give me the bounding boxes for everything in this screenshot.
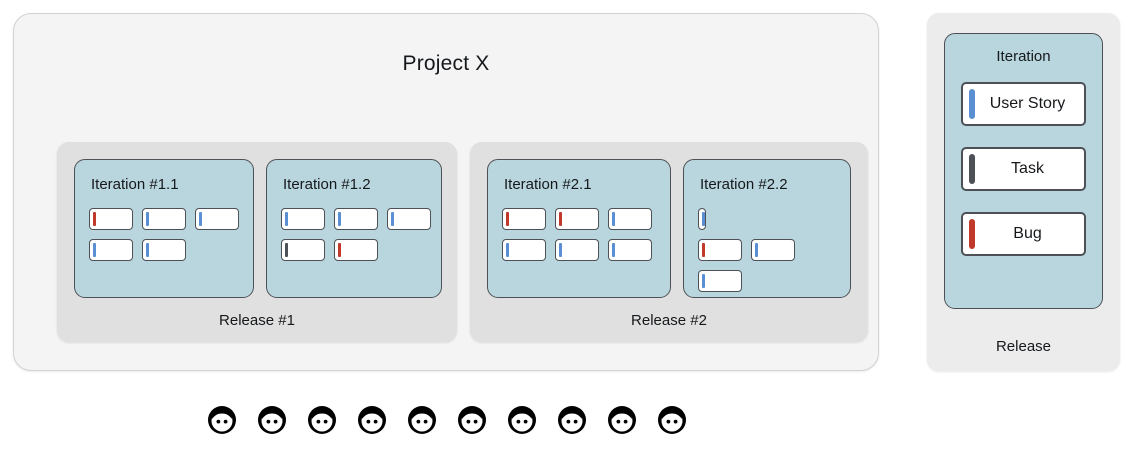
legend-release-label: Release: [995, 338, 1052, 355]
work-item-card[interactable]: [608, 208, 652, 230]
person-icon: [358, 406, 386, 434]
legend-panel: Iteration User Story Task Bug Release: [927, 13, 1120, 371]
person-icon: [408, 406, 436, 434]
work-item-card[interactable]: [89, 239, 133, 261]
user-story-bar-icon: [755, 243, 758, 257]
team-members-row: [206, 404, 688, 436]
task-bar-icon: [969, 154, 975, 184]
task-bar-icon: [285, 243, 288, 257]
legend-item-label: User Story: [989, 95, 1066, 112]
release-group-2[interactable]: Iteration #2.1 Iteration #2.2 Release #2: [470, 142, 868, 342]
legend-item-label: Bug: [1013, 225, 1042, 242]
user-story-bar-icon: [391, 212, 394, 226]
iteration-cards: [502, 208, 660, 261]
bug-bar-icon: [506, 212, 509, 226]
iteration-cards: [281, 208, 431, 261]
user-story-bar-icon: [612, 243, 615, 257]
user-story-bar-icon: [612, 212, 615, 226]
project-panel: Project X Iteration #1.1 Iteration #1.2: [13, 13, 879, 371]
release-label: Release #1: [219, 312, 295, 329]
user-story-bar-icon: [506, 243, 509, 257]
work-item-card[interactable]: [142, 239, 186, 261]
user-story-bar-icon: [285, 212, 288, 226]
iteration-cards: [698, 208, 840, 292]
work-item-card[interactable]: [142, 208, 186, 230]
work-item-card[interactable]: [698, 208, 706, 230]
user-story-bar-icon: [146, 212, 149, 226]
work-item-card[interactable]: [195, 208, 239, 230]
user-story-bar-icon: [559, 243, 562, 257]
user-story-bar-icon: [93, 243, 96, 257]
work-item-card[interactable]: [698, 239, 742, 261]
iteration-box-1-1[interactable]: Iteration #1.1: [74, 159, 254, 298]
person-icon: [508, 406, 536, 434]
legend-iteration-box: Iteration User Story Task Bug: [944, 33, 1103, 309]
legend-item-user-story[interactable]: User Story: [961, 82, 1086, 126]
person-icon: [308, 406, 336, 434]
legend-item-task[interactable]: Task: [961, 147, 1086, 191]
work-item-card[interactable]: [502, 239, 546, 261]
iteration-cards: [89, 208, 243, 261]
person-icon: [658, 406, 686, 434]
user-story-bar-icon: [199, 212, 202, 226]
person-icon: [208, 406, 236, 434]
work-item-card[interactable]: [608, 239, 652, 261]
legend-items: User Story Task Bug: [961, 82, 1086, 256]
legend-item-label: Task: [1011, 160, 1044, 177]
person-icon: [558, 406, 586, 434]
work-item-card[interactable]: [334, 239, 378, 261]
work-item-card[interactable]: [387, 208, 431, 230]
iteration-title: Iteration #1.1: [91, 176, 179, 193]
user-story-bar-icon: [146, 243, 149, 257]
work-item-card[interactable]: [555, 208, 599, 230]
bug-bar-icon: [93, 212, 96, 226]
person-icon: [258, 406, 286, 434]
work-item-card[interactable]: [555, 239, 599, 261]
iteration-box-1-2[interactable]: Iteration #1.2: [266, 159, 442, 298]
work-item-card[interactable]: [281, 239, 325, 261]
work-item-card[interactable]: [751, 239, 795, 261]
work-item-card[interactable]: [334, 208, 378, 230]
person-icon: [608, 406, 636, 434]
work-item-card[interactable]: [502, 208, 546, 230]
release-label: Release #2: [631, 312, 707, 329]
iteration-box-2-2[interactable]: Iteration #2.2: [683, 159, 851, 298]
work-item-card[interactable]: [698, 270, 742, 292]
iteration-box-2-1[interactable]: Iteration #2.1: [487, 159, 671, 298]
release-group-1[interactable]: Iteration #1.1 Iteration #1.2 Release #1: [57, 142, 457, 342]
work-item-card[interactable]: [89, 208, 133, 230]
legend-item-bug[interactable]: Bug: [961, 212, 1086, 256]
bug-bar-icon: [702, 243, 705, 257]
work-item-card[interactable]: [281, 208, 325, 230]
person-icon: [458, 406, 486, 434]
bug-bar-icon: [559, 212, 562, 226]
legend-iteration-title: Iteration: [996, 48, 1051, 65]
iteration-title: Iteration #1.2: [283, 176, 371, 193]
iteration-title: Iteration #2.1: [504, 176, 592, 193]
bug-bar-icon: [969, 219, 975, 249]
user-story-bar-icon: [969, 89, 975, 119]
bug-bar-icon: [338, 243, 341, 257]
user-story-bar-icon: [338, 212, 341, 226]
user-story-bar-icon: [702, 212, 705, 226]
page-title: Project X: [402, 52, 490, 75]
iteration-title: Iteration #2.2: [700, 176, 788, 193]
user-story-bar-icon: [702, 274, 705, 288]
